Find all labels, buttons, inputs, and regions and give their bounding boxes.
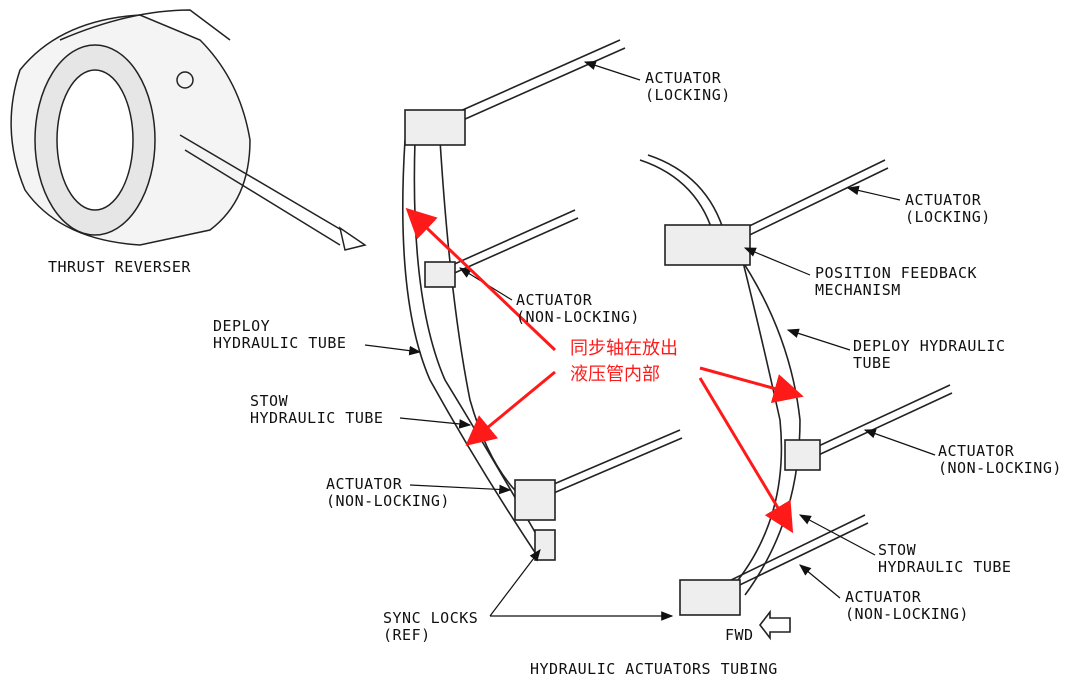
- annotation-arrows: [405, 207, 804, 534]
- label-line: ACTUATOR: [326, 475, 403, 493]
- leader-lines: [364, 60, 936, 621]
- label-line: ACTUATOR: [938, 442, 1015, 460]
- label-actuator-nonlocking-right: ACTUATOR(NON-LOCKING): [938, 443, 1062, 477]
- label-thrust-reverser: THRUST REVERSER: [48, 258, 191, 276]
- label-line: STOW: [250, 392, 289, 410]
- label-line: TUBE: [853, 354, 892, 372]
- label-actuator-nonlocking-upper-left: ACTUATOR(NON-LOCKING): [516, 292, 640, 326]
- fwd-arrow-icon: [758, 609, 791, 641]
- label-line: (NON-LOCKING): [845, 605, 969, 623]
- label-line: DEPLOY HYDRAULIC: [853, 337, 1006, 355]
- label-actuator-nonlocking-lower-right: ACTUATOR(NON-LOCKING): [845, 589, 969, 623]
- label-line: POSITION FEEDBACK: [815, 264, 978, 282]
- label-line: (LOCKING): [645, 86, 731, 104]
- diagram-caption: HYDRAULIC ACTUATORS TUBING: [530, 660, 778, 678]
- label-line: HYDRAULIC TUBE: [878, 558, 1012, 576]
- annotation-text: 同步轴在放出液压管内部: [570, 336, 678, 388]
- label-line: DEPLOY: [213, 317, 271, 335]
- left-actuator-assembly: [402, 39, 683, 561]
- annotation-line: 液压管内部: [570, 364, 660, 385]
- label-line: (NON-LOCKING): [938, 459, 1062, 477]
- label-line: (NON-LOCKING): [516, 308, 640, 326]
- label-sync-locks: SYNC LOCKS(REF): [383, 610, 478, 644]
- label-line: ACTUATOR: [645, 69, 722, 87]
- label-line: (LOCKING): [905, 208, 991, 226]
- label-line: STOW: [878, 541, 917, 559]
- thrust-reverser-illustration: [10, 9, 367, 251]
- label-line: ACTUATOR: [845, 588, 922, 606]
- label-actuator-locking-top: ACTUATOR(LOCKING): [645, 70, 731, 104]
- label-line: (NON-LOCKING): [326, 492, 450, 510]
- label-actuator-nonlocking-lower-left: ACTUATOR(NON-LOCKING): [326, 476, 450, 510]
- label-line: (REF): [383, 626, 431, 644]
- label-line: ACTUATOR: [905, 191, 982, 209]
- label-line: ACTUATOR: [516, 291, 593, 309]
- label-actuator-locking-right: ACTUATOR(LOCKING): [905, 192, 991, 226]
- label-line: MECHANISM: [815, 281, 901, 299]
- label-fwd: FWD: [725, 626, 754, 644]
- label-line: HYDRAULIC TUBE: [213, 334, 347, 352]
- right-actuator-assembly: [639, 154, 953, 641]
- label-line: SYNC LOCKS: [383, 609, 479, 627]
- label-line: HYDRAULIC TUBE: [250, 409, 384, 427]
- annotation-line: 同步轴在放出: [570, 338, 678, 359]
